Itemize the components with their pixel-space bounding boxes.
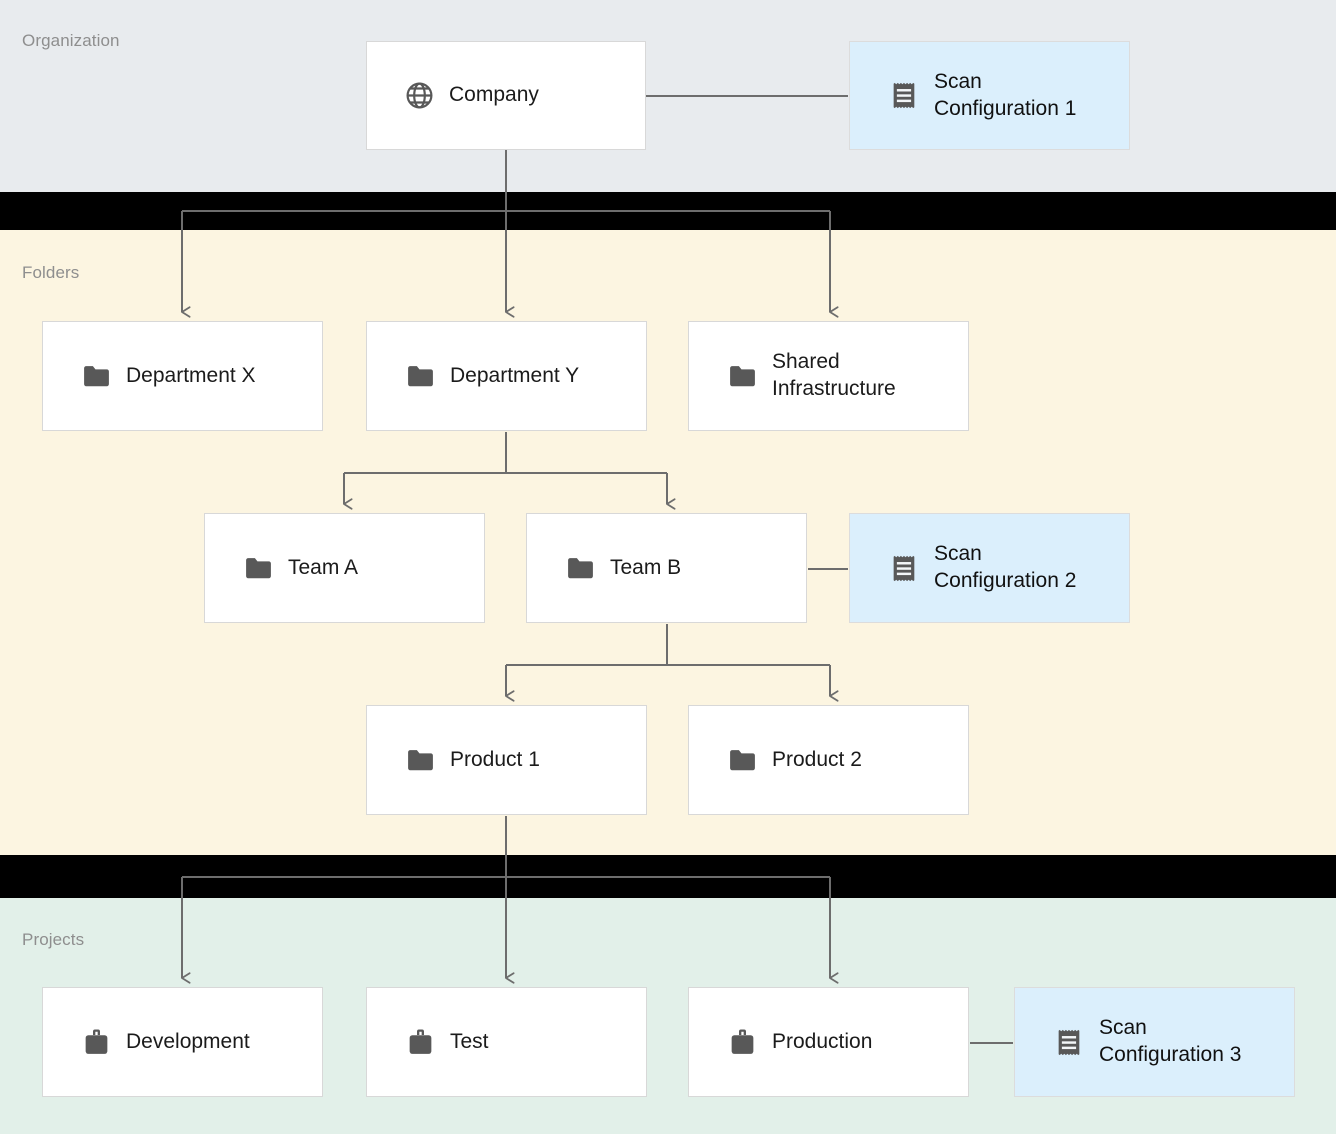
globe-icon bbox=[404, 80, 435, 111]
node-label: Team B bbox=[610, 555, 682, 579]
node-label: Team A bbox=[288, 555, 359, 579]
node-label: Production bbox=[772, 1029, 873, 1053]
node-label: Scan Configuration 3 bbox=[1099, 1016, 1242, 1066]
node-label: Department X bbox=[126, 363, 256, 387]
node-department-x[interactable]: Department X bbox=[42, 321, 323, 431]
folder-icon bbox=[243, 553, 274, 584]
node-product-1[interactable]: Product 1 bbox=[366, 705, 647, 815]
node-shared-infrastructure[interactable]: Shared Infrastructure bbox=[688, 321, 969, 431]
band-organization bbox=[0, 0, 1336, 192]
node-label: Development bbox=[126, 1029, 250, 1053]
band-label-organization: Organization bbox=[22, 31, 120, 50]
node-scan-configuration-1[interactable]: Scan Configuration 1 bbox=[849, 41, 1130, 150]
node-development[interactable]: Development bbox=[42, 987, 323, 1097]
node-production[interactable]: Production bbox=[688, 987, 969, 1097]
node-label: Scan Configuration 2 bbox=[934, 542, 1077, 592]
band-label-projects: Projects bbox=[22, 930, 85, 949]
node-scan-configuration-3[interactable]: Scan Configuration 3 bbox=[1014, 987, 1295, 1097]
node-team-b[interactable]: Team B bbox=[526, 513, 807, 623]
folder-icon bbox=[727, 745, 758, 776]
node-label: Department Y bbox=[450, 363, 580, 387]
folder-icon bbox=[405, 745, 436, 776]
node-label: Product 2 bbox=[772, 747, 862, 771]
receipt-icon bbox=[1054, 1027, 1085, 1058]
node-department-y[interactable]: Department Y bbox=[366, 321, 647, 431]
node-test[interactable]: Test bbox=[366, 987, 647, 1097]
band-divider-1 bbox=[0, 192, 1336, 230]
node-company[interactable]: Company bbox=[366, 41, 646, 150]
band-divider-2 bbox=[0, 855, 1336, 898]
node-label: Scan Configuration 1 bbox=[934, 69, 1077, 120]
folder-icon bbox=[81, 361, 112, 392]
receipt-icon bbox=[889, 80, 920, 111]
node-label: Company bbox=[449, 83, 539, 107]
folder-icon bbox=[405, 361, 436, 392]
briefcase-icon bbox=[727, 1027, 758, 1058]
receipt-icon bbox=[889, 553, 920, 584]
folder-icon bbox=[565, 553, 596, 584]
node-team-a[interactable]: Team A bbox=[204, 513, 485, 623]
band-label-folders: Folders bbox=[22, 263, 80, 282]
node-label: Shared Infrastructure bbox=[772, 350, 896, 400]
node-label: Product 1 bbox=[450, 747, 540, 771]
node-scan-configuration-2[interactable]: Scan Configuration 2 bbox=[849, 513, 1130, 623]
folder-icon bbox=[727, 361, 758, 392]
node-product-2[interactable]: Product 2 bbox=[688, 705, 969, 815]
briefcase-icon bbox=[81, 1027, 112, 1058]
briefcase-icon bbox=[405, 1027, 436, 1058]
node-label: Test bbox=[450, 1029, 489, 1053]
